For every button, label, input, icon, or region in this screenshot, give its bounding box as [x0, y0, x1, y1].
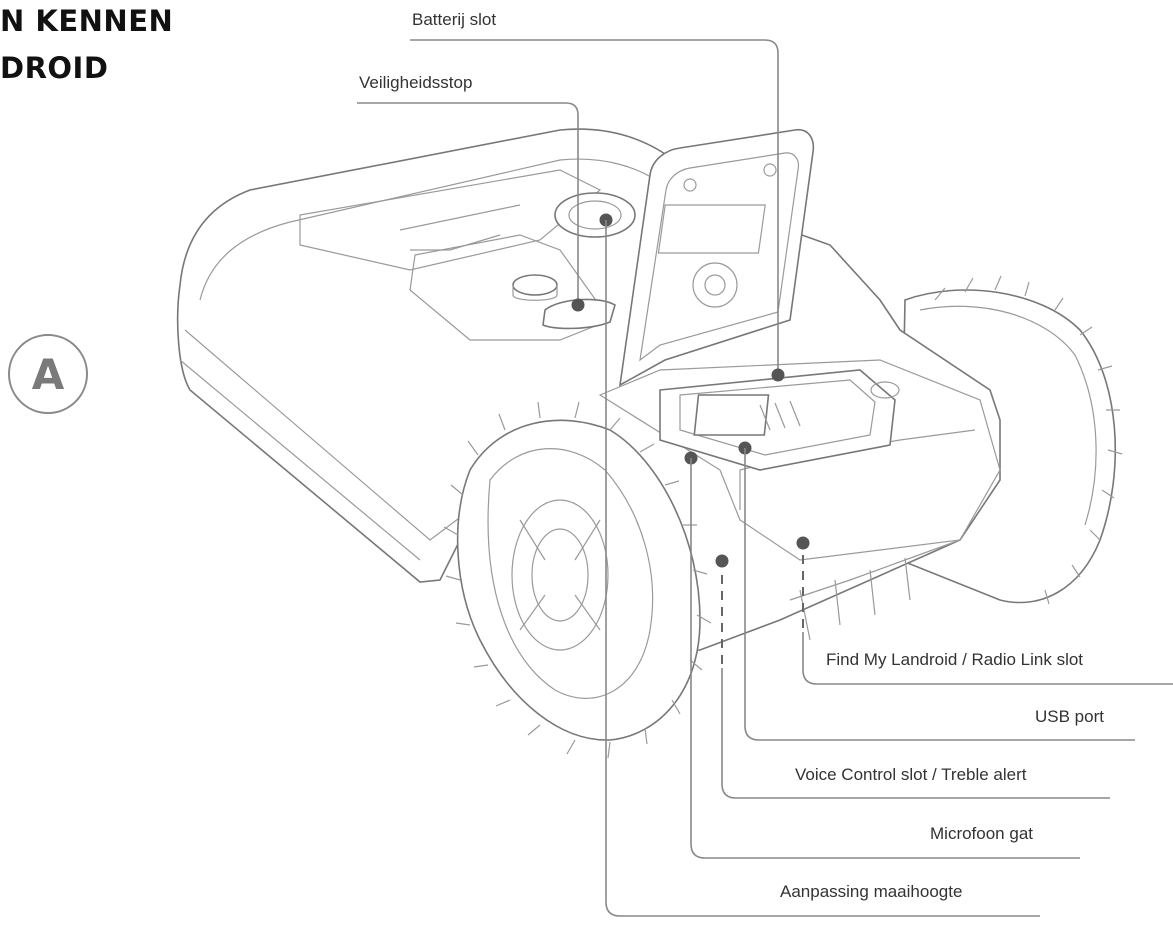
- dot-battery-slot: [771, 368, 785, 382]
- battery-lid: [618, 128, 815, 387]
- leader-battery-slot: [410, 39, 779, 375]
- label-battery-slot: Batterij slot: [412, 10, 497, 29]
- figure-badge: A: [8, 334, 88, 414]
- leader-lines: [357, 39, 1173, 917]
- label-cut-height: Aanpassing maaihoogte: [780, 882, 963, 901]
- leader-cut-height: [605, 220, 1040, 917]
- label-find-my: Find My Landroid / Radio Link slot: [826, 650, 1084, 669]
- label-microphone: Microfoon gat: [930, 824, 1033, 843]
- label-safety-stop: Veiligheidsstop: [359, 73, 473, 92]
- heading-line-1: N KENNEN: [0, 4, 174, 38]
- battery-compartment: [659, 369, 900, 471]
- leader-usb: [744, 448, 1135, 741]
- front-wheel: [443, 401, 712, 759]
- leader-voice: [721, 668, 1110, 799]
- leader-find-my: [802, 632, 1173, 685]
- dot-safety-stop: [571, 298, 585, 312]
- leader-safety-stop: [357, 102, 579, 305]
- dot-voice: [715, 554, 729, 568]
- label-usb: USB port: [1035, 707, 1104, 726]
- leader-microphone: [690, 458, 1080, 859]
- dot-find-my: [796, 536, 810, 550]
- label-voice: Voice Control slot / Treble alert: [795, 765, 1027, 784]
- heading-line-2: DROID: [0, 51, 109, 85]
